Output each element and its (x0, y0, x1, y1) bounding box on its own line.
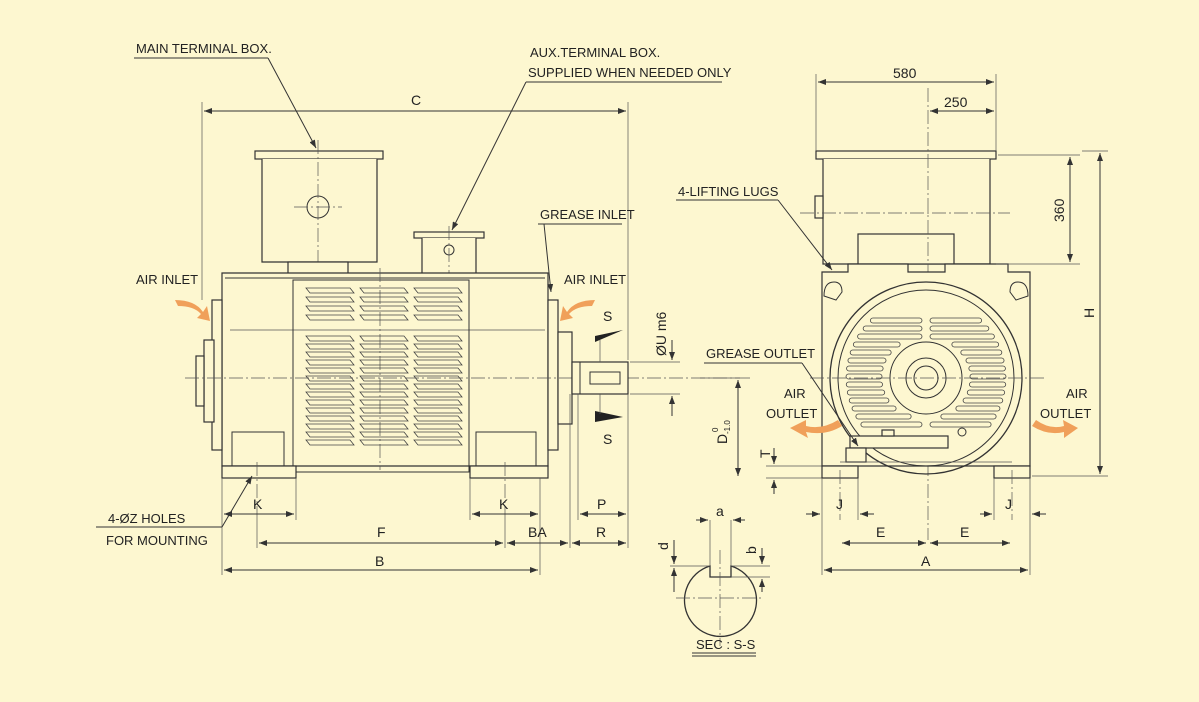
dim-j-left: J (836, 496, 843, 512)
air-inlet-right-label: AIR INLET (564, 272, 626, 287)
dim-c: C (411, 92, 421, 108)
air-inlet-left-arrow (175, 300, 210, 321)
front-view (800, 88, 1045, 540)
dim-e-left: E (876, 524, 885, 540)
dim-d: D (714, 434, 730, 444)
dim-t: T (757, 449, 773, 458)
section-s-top-label: S (603, 308, 612, 324)
dim-ba: BA (528, 524, 547, 540)
dim-b: B (375, 553, 384, 569)
air-outlet-right-arrow (1032, 420, 1078, 438)
section-title: SEC : S-S (696, 637, 756, 652)
side-view (175, 140, 740, 520)
air-outlet-right-label-2: OUTLET (1040, 406, 1091, 421)
air-outlet-left-label-2: OUTLET (766, 406, 817, 421)
mounting-holes-label: 4-ØZ HOLES (108, 511, 186, 526)
dim-d-tol-upper: 0 (711, 427, 720, 432)
main-terminal-box-label: MAIN TERMINAL BOX. (136, 41, 272, 56)
dim-360: 360 (1051, 198, 1067, 222)
ventilation-louvers (305, 287, 463, 446)
dim-r: R (596, 524, 606, 540)
shaft (571, 361, 629, 395)
dim-f: F (377, 524, 386, 540)
air-inlet-left-label: AIR INLET (136, 272, 198, 287)
aux-terminal-box (413, 226, 485, 278)
dim-e-right: E (960, 524, 969, 540)
dim-k-left: K (253, 496, 263, 512)
air-outlet-left-label-1: AIR (784, 386, 806, 401)
mounting-holes-note: FOR MOUNTING (106, 533, 208, 548)
dim-key-b: b (743, 546, 759, 554)
dim-k-right: K (499, 496, 509, 512)
section-s-s (670, 517, 770, 657)
aux-terminal-box-label: AUX.TERMINAL BOX. (530, 45, 660, 60)
dim-580: 580 (893, 65, 917, 81)
air-outlet-left-arrow (790, 420, 842, 438)
dim-h: H (1081, 308, 1097, 318)
dim-j-right: J (1005, 496, 1012, 512)
dim-key-d: d (655, 542, 671, 550)
dim-d-tol-lower: -1.0 (723, 420, 732, 434)
grease-inlet-label: GREASE INLET (540, 207, 635, 222)
aux-terminal-box-note: SUPPLIED WHEN NEEDED ONLY (528, 65, 732, 80)
grease-outlet-label: GREASE OUTLET (706, 346, 815, 361)
dim-250: 250 (944, 94, 968, 110)
front-cooling-grille (845, 317, 1007, 428)
front-view-dimensions (806, 74, 1108, 575)
section-arrow-bottom (595, 411, 623, 422)
section-s-bottom-label: S (603, 431, 612, 447)
motor-frame (185, 268, 740, 520)
lifting-lugs-label: 4-LIFTING LUGS (678, 184, 779, 199)
side-view-dimensions (201, 102, 840, 575)
dim-key-a: a (716, 503, 724, 519)
dim-p: P (597, 496, 606, 512)
dim-shaft-dia: ØU m6 (653, 311, 669, 356)
air-outlet-right-label-1: AIR (1066, 386, 1088, 401)
text-labels: MAIN TERMINAL BOX. AUX.TERMINAL BOX. SUP… (106, 41, 1097, 652)
section-arrow-top (595, 330, 623, 342)
air-inlet-right-arrow (560, 300, 595, 321)
leader-lines (96, 57, 859, 528)
dim-a: A (921, 553, 931, 569)
main-terminal-box (254, 140, 384, 275)
